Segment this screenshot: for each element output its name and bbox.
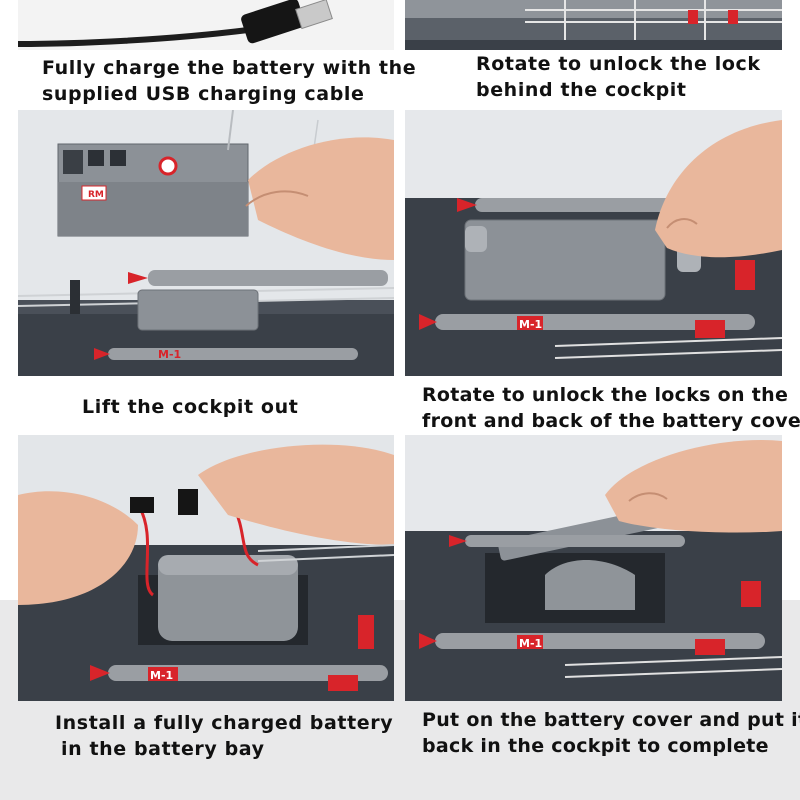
caption-line: Put on the battery cover and put it [422, 709, 800, 731]
missile-label: M-1 [519, 637, 542, 650]
caption-line: front and back of the battery cover [422, 410, 800, 432]
missile-label: M-1 [519, 318, 542, 331]
caption-line: Install a fully charged battery [55, 712, 394, 734]
cockpit-label: RM [88, 190, 104, 200]
caption-line: Fully charge the battery with the [42, 57, 417, 79]
caption-line: in the battery bay [61, 738, 265, 760]
caption-line: supplied USB charging cable [42, 83, 365, 105]
step-4-caption: Rotate to unlock the locks on the front … [422, 382, 800, 434]
photo-usb-cable [18, 0, 394, 50]
step-6-caption: Put on the battery cover and put it back… [422, 707, 800, 759]
caption-line: back in the cockpit to complete [422, 735, 769, 757]
step-1-caption: Fully charge the battery with the suppli… [42, 55, 416, 107]
missile-label: M-1 [158, 348, 181, 361]
photo-battery-cover-locks: M-1 [405, 110, 782, 376]
step-2-caption: Rotate to unlock the lock behind the coc… [476, 51, 761, 103]
caption-line: Rotate to unlock the locks on the [422, 384, 789, 406]
photo-lift-cockpit: M-1 RM [18, 110, 394, 376]
photo-install-battery: M-1 [18, 435, 394, 701]
step-5-caption: Install a fully charged battery in the b… [55, 710, 393, 762]
photo-rear-lock [405, 0, 782, 50]
photo-replace-cover: M-1 [405, 435, 782, 701]
caption-line: Lift the cockpit out [82, 396, 299, 418]
step-3-caption: Lift the cockpit out [82, 394, 298, 420]
missile-label: M-1 [150, 669, 173, 682]
caption-line: Rotate to unlock the lock [476, 53, 761, 75]
caption-line: behind the cockpit [476, 79, 687, 101]
